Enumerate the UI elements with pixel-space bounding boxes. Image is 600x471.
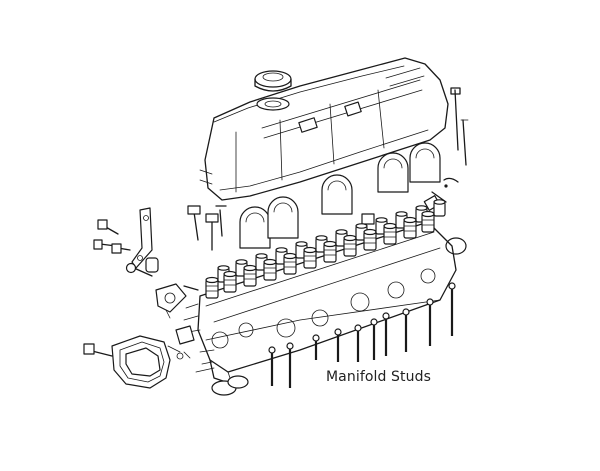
valve-spring bbox=[323, 229, 348, 263]
manifold-stud bbox=[312, 334, 320, 360]
valve-spring bbox=[283, 241, 308, 275]
cam-bearing-caps bbox=[239, 142, 441, 249]
manifold-stud bbox=[370, 318, 378, 360]
rocker-cover bbox=[199, 57, 449, 201]
manifold-stud bbox=[334, 328, 342, 362]
manifold-stud bbox=[382, 312, 390, 356]
valve-springs bbox=[205, 199, 446, 299]
cover-bolt-right bbox=[450, 87, 469, 166]
manifold-studs-label: Manifold Studs bbox=[326, 369, 431, 385]
valve-spring bbox=[383, 211, 408, 245]
manifold-stud bbox=[286, 342, 294, 388]
left-small-parts bbox=[93, 207, 199, 319]
manifold-stud bbox=[268, 346, 276, 386]
thermostat-housing bbox=[83, 335, 184, 389]
manifold-studs bbox=[268, 282, 456, 388]
manifold-stud bbox=[426, 298, 434, 346]
oil-filler-cap bbox=[254, 70, 292, 111]
manifold-stud bbox=[448, 282, 456, 336]
valve-spring bbox=[243, 253, 268, 287]
manifold-stud bbox=[354, 324, 362, 362]
valve-spring bbox=[421, 199, 446, 233]
manifold-stud bbox=[402, 308, 410, 352]
valve-spring bbox=[343, 223, 368, 257]
bottom-small-parts bbox=[183, 351, 249, 396]
